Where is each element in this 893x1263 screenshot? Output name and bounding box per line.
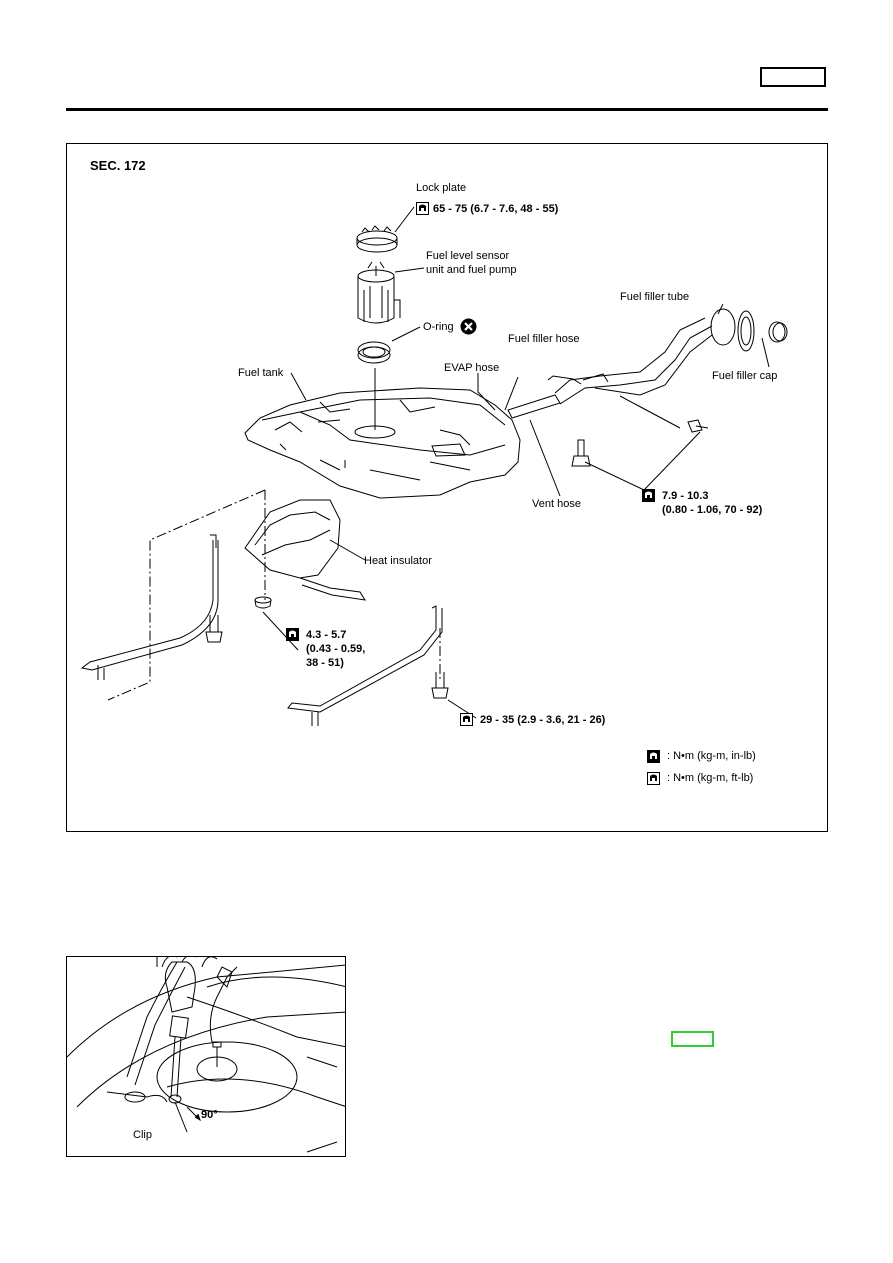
torque-c-label: 29 - 35 (2.9 - 3.6, 21 - 26) [480,714,606,726]
left-nut-drawing [205,596,272,643]
torque-ft-lb-icon [460,713,473,726]
clip-removal-illustration: 90° Clip [66,956,346,1157]
fuel-filler-tube-label: Fuel filler tube [620,291,690,303]
vent-hose-label: Vent hose [532,498,581,510]
sensor-label-line2: unit and fuel pump [426,264,517,276]
clip-removal-drawing [67,957,345,1153]
torque-a-line1: 7.9 - 10.3 [662,490,709,502]
torque-ft-lb-icon [416,202,429,215]
clip-label: Clip [133,1129,152,1141]
fuel-pump-drawing [357,261,401,324]
torque-b-line3: 38 - 51) [306,657,344,669]
torque-b-line2: (0.43 - 0.59, [306,643,366,655]
legend-ft-lb: : N•m (kg-m, ft-lb) [667,772,754,784]
filler-neck-drawing [710,308,788,352]
evap-hose-label: EVAP hose [444,362,500,374]
lock-plate-torque: 65 - 75 (6.7 - 7.6, 48 - 55) [433,203,559,215]
fuel-filler-hose-label: Fuel filler hose [508,333,580,345]
torque-b-line1: 4.3 - 5.7 [306,629,347,641]
filler-hose-drawing [507,317,713,429]
right-strap-drawing [287,605,443,726]
torque-ft-lb-icon [647,772,660,785]
exploded-view-frame [66,143,828,832]
lock-plate-drawing [356,225,398,253]
page-section-tab [760,67,826,87]
fuel-tank-label: Fuel tank [238,367,284,379]
torque-a-line2: (0.80 - 1.06, 70 - 92) [662,504,763,516]
sensor-label-line1: Fuel level sensor [426,250,510,262]
torque-in-lb-icon [286,628,299,641]
filler-bolts-drawing [571,419,709,467]
torque-in-lb-icon [647,750,660,763]
do-not-reuse-icon [460,318,477,335]
fuel-tank-drawing [244,387,521,499]
reference-link-box[interactable] [671,1031,714,1047]
lock-plate-label: Lock plate [416,182,467,194]
o-ring-drawing [357,341,391,364]
left-strap-drawing [80,534,219,680]
fuel-filler-cap-label: Fuel filler cap [712,370,778,382]
heat-insulator-label: Heat insulator [364,555,432,567]
right-bolt-drawing [431,672,449,699]
header-rule [66,108,828,111]
legend-in-lb: : N•m (kg-m, in-lb) [667,750,756,762]
torque-in-lb-icon [642,489,655,502]
section-number: SEC. 172 [90,158,146,173]
angle-label: 90° [201,1109,218,1121]
o-ring-label: O-ring [423,321,454,333]
